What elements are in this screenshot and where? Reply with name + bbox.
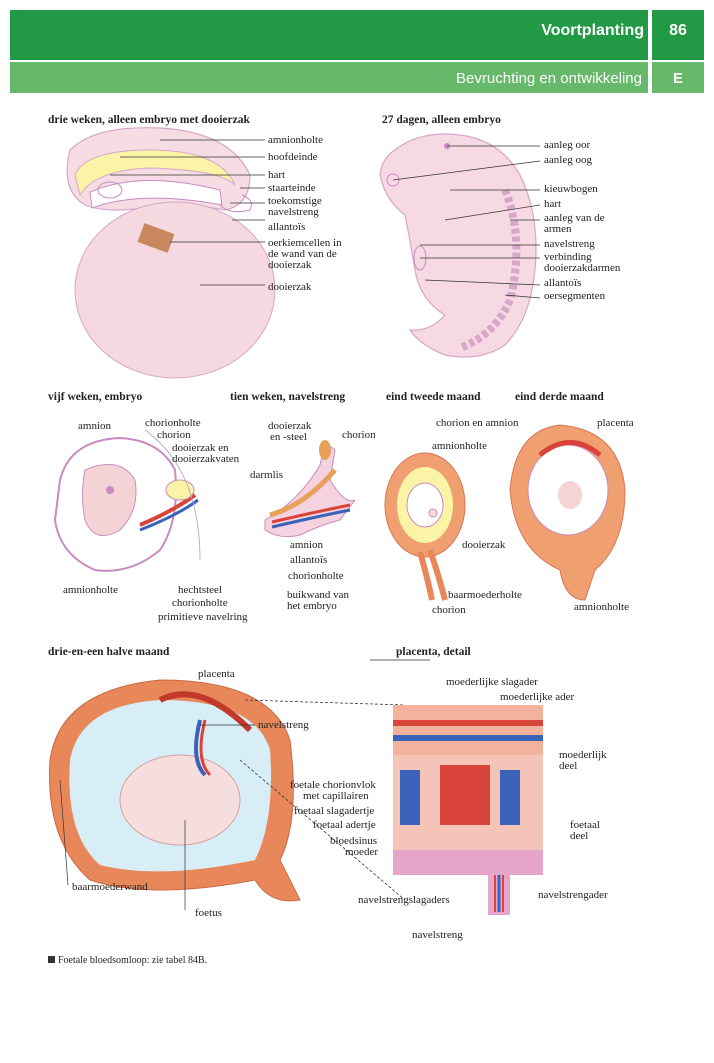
- bullet-square-icon: [48, 956, 55, 963]
- label-foetale-chorionvlok: foetale chorionvlok: [290, 779, 376, 791]
- label-chorionholte-4: chorionholte: [288, 570, 344, 582]
- label-foetaal-adertje: foetaal adertje: [313, 819, 376, 831]
- umbilical-cord-10-weeks-illustration: [264, 440, 356, 538]
- header-subbar: [10, 62, 648, 93]
- label-buikwand: buikwand van: [287, 589, 350, 601]
- panel-title-end-2nd-month: eind tweede maand: [386, 391, 481, 403]
- label-oerkiemcellen: oerkiemcellen in: [268, 237, 342, 249]
- embryo-27-days-illustration: [379, 133, 537, 358]
- label-staarteinde: staarteinde: [268, 182, 316, 194]
- label-hoofdeinde: hoofdeinde: [268, 151, 318, 163]
- header-bar: [10, 10, 648, 60]
- label-hart: hart: [268, 169, 286, 181]
- label-met-capillairen: met capillairen: [303, 790, 369, 802]
- label-bloedsinus: bloedsinus: [330, 835, 378, 847]
- label-aanleg-oog: aanleg oog: [544, 154, 592, 166]
- label-chorion: chorion: [157, 429, 191, 441]
- label-navelstreng-2: navelstreng: [544, 238, 595, 250]
- label-verbinding: verbinding: [544, 251, 592, 263]
- label-moederlijke-slagader: moederlijke slagader: [446, 676, 538, 688]
- label-chorion-4: chorion: [342, 429, 376, 441]
- section-letter-box: [652, 62, 704, 93]
- panel-title-10-weeks: tien weken, navelstreng: [230, 391, 346, 403]
- label-allantois-2: allantoïs: [544, 277, 582, 289]
- uterus-2-months-illustration: [384, 452, 466, 601]
- label-dooierzak-5: dooierzak: [462, 539, 506, 551]
- label-hechtsteel: hechtsteel: [178, 584, 222, 596]
- label-aanleg-oor: aanleg oor: [544, 139, 591, 151]
- label-hart-2: hart: [544, 198, 562, 210]
- label-amnionholte: amnionholte: [268, 134, 323, 146]
- label-navelstrengader: navelstrengader: [538, 889, 608, 901]
- panel-title-placenta-detail: placenta, detail: [396, 646, 471, 658]
- section-letter: E: [672, 70, 683, 87]
- label-allantois: allantoïs: [268, 221, 306, 233]
- label-aanleg-van-de: aanleg van de: [544, 212, 605, 224]
- subchapter-title: Bevruchting en ontwikkeling: [456, 70, 642, 87]
- label-dooierzakvaten: dooierzakvaten: [172, 453, 240, 465]
- label-en-steel: en -steel: [270, 431, 307, 443]
- panel-title-27-days: 27 dagen, alleen embryo: [382, 114, 501, 126]
- label-navelstreng: navelstreng: [268, 206, 319, 218]
- label-allantois-4: allantoïs: [290, 554, 328, 566]
- label-kieuwbogen: kieuwbogen: [544, 183, 598, 195]
- label-baarmoederwand: baarmoederwand: [72, 881, 148, 893]
- label-chorionholte: chorionholte: [145, 417, 201, 429]
- page-number-box: [652, 10, 704, 60]
- label-placenta-6: placenta: [597, 417, 634, 429]
- label-darmlis: darmlis: [250, 469, 283, 481]
- panel-title-5-weeks: vijf weken, embryo: [48, 391, 143, 403]
- label-amnionholte-6: amnionholte: [574, 601, 629, 613]
- page-header: Voortplanting Bevruchting en ontwikkelin…: [0, 10, 714, 93]
- label-chorionholte-3: chorionholte: [172, 597, 228, 609]
- leader-lines: [59, 139, 541, 910]
- embryo-3-weeks-illustration: [66, 127, 276, 379]
- label-dooierzakdarmen: dooierzakdarmen: [544, 262, 621, 274]
- panel-title-3-weeks: drie weken, alleen embryo met dooierzak: [48, 114, 250, 126]
- label-oersegmenten: oersegmenten: [544, 290, 606, 302]
- uterus-3-months-illustration: [509, 424, 626, 601]
- embryo-5-weeks-illustration: [53, 429, 201, 572]
- label-dooierzak-en: dooierzak en: [172, 442, 229, 454]
- label-primitieve-navelring: primitieve navelring: [158, 611, 248, 623]
- label-baarmoederholte: baarmoederholte: [448, 589, 522, 601]
- chapter-title: Voortplanting: [541, 22, 644, 39]
- label-moederlijke-ader: moederlijke ader: [500, 691, 575, 703]
- footnote-text: Foetale bloedsomloop: zie tabel 84B.: [58, 955, 208, 966]
- panel-title-end-3rd-month: eind derde maand: [515, 391, 604, 403]
- label-het-embryo: het embryo: [287, 600, 337, 612]
- label-navelstrengslagaders: navelstrengslagaders: [358, 894, 450, 906]
- label-moeder: moeder: [345, 846, 378, 858]
- label-chorion-5: chorion: [432, 604, 466, 616]
- label-wand-van-de: de wand van de: [268, 248, 337, 260]
- label-amnion: amnion: [78, 420, 111, 432]
- label-moederlijk: moederlijk: [559, 749, 607, 761]
- label-dooierzak-1: dooierzak: [268, 259, 312, 271]
- panel-title-3-5-months: drie-en-een halve maand: [48, 646, 170, 658]
- placenta-detail-illustration: [393, 705, 543, 915]
- label-foetus: foetus: [195, 907, 222, 919]
- label-dooierzak-2: dooierzak: [268, 281, 312, 293]
- label-deel-2: deel: [570, 830, 589, 842]
- label-foetaal: foetaal: [570, 819, 600, 831]
- page-number: 86: [669, 22, 687, 39]
- label-armen: armen: [544, 223, 572, 235]
- label-placenta-7: placenta: [198, 668, 235, 680]
- label-toekomstige: toekomstige: [268, 195, 322, 207]
- label-chorion-en-amnion: chorion en amnion: [436, 417, 519, 429]
- label-foetaal-slagadertje: foetaal slagadertje: [294, 805, 375, 817]
- label-amnionholte-3: amnionholte: [63, 584, 118, 596]
- label-navelstreng-8: navelstreng: [412, 929, 463, 941]
- uterus-3-5-months-illustration: [49, 679, 406, 902]
- label-dooierzak-4: dooierzak: [268, 420, 312, 432]
- footnote: Foetale bloedsomloop: zie tabel 84B.: [48, 955, 207, 966]
- label-amnion-4: amnion: [290, 539, 323, 551]
- label-amnionholte-5: amnionholte: [432, 440, 487, 452]
- label-navelstreng-7: navelstreng: [258, 719, 309, 731]
- label-deel-1: deel: [559, 760, 578, 772]
